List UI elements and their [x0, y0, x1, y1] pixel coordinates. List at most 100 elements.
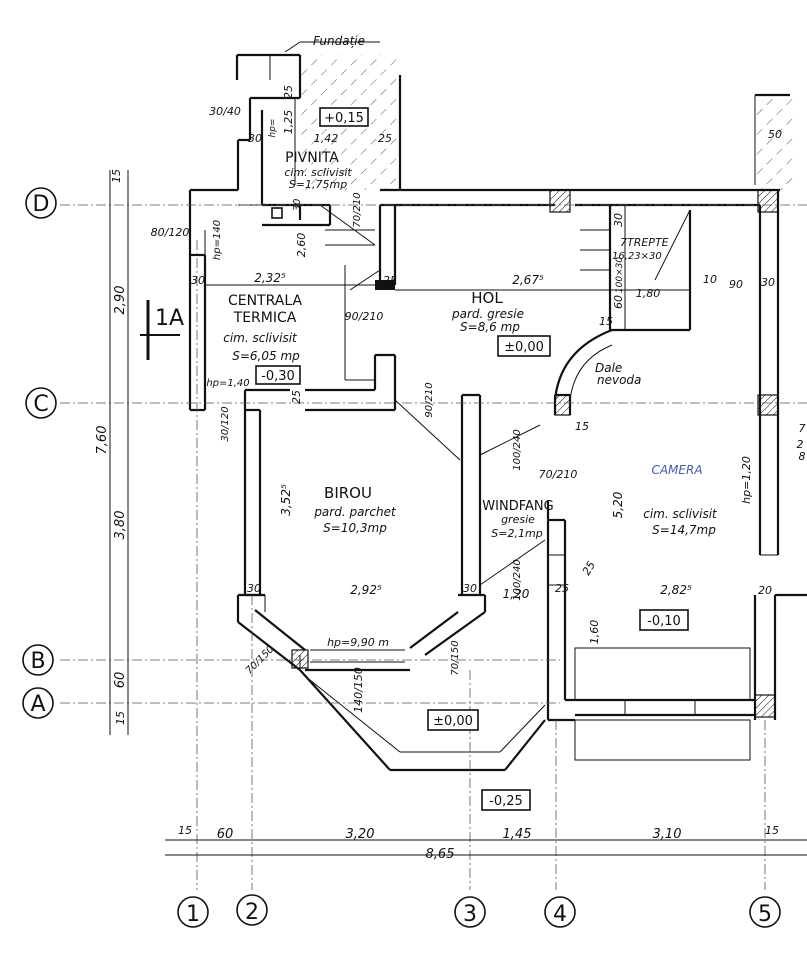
section-mark: 1A — [140, 300, 184, 360]
level-hol: ±0,00 — [497, 335, 551, 357]
soil-hatch — [300, 55, 795, 190]
dimension-lines — [109, 170, 807, 856]
dim-2825: 2,82⁵ — [660, 583, 692, 597]
dim-25d: 25 — [290, 390, 303, 404]
level-centrala-text: -0,30 — [261, 369, 295, 384]
dim-8: 8 — [799, 450, 806, 463]
dim-30b: 30 — [247, 582, 261, 595]
trepte-size: 16,23×30 — [612, 251, 662, 262]
level-camera-text: -0,10 — [647, 614, 681, 629]
dim-90: 90 — [729, 278, 743, 291]
dim-hp: hp= — [268, 119, 278, 138]
axis-3-label: 3 — [463, 902, 477, 927]
dim-bottom-3: 1,45 — [503, 827, 532, 842]
dim-30-40: 30/40 — [209, 105, 241, 118]
dim-7: 7 — [799, 422, 806, 435]
dim-90-210b: 90/210 — [424, 382, 435, 417]
axis-a-label: A — [30, 692, 45, 717]
dim-142: 1,42 — [314, 132, 339, 145]
dim-15b: 15 — [575, 420, 589, 433]
axis-col-4: 4 — [544, 896, 576, 928]
level-exterior-text: -0,25 — [489, 794, 523, 809]
dim-60: 60 — [612, 295, 625, 309]
grid-lines — [60, 204, 807, 890]
level-terasa-text: ±0,00 — [433, 714, 473, 729]
bottom-dimensions: 15 60 3,20 1,45 3,10 15 8,65 — [178, 824, 779, 862]
dim-2: 2 — [797, 438, 804, 451]
foundation-mark — [235, 41, 380, 80]
dim-30: 30 — [248, 132, 262, 145]
axis-5-label: 5 — [758, 902, 772, 927]
centrala-finish: cim. sclivisit — [223, 331, 298, 345]
left-dimensions: 15 2,90 3,80 60 15 7,60 — [95, 169, 128, 725]
dim-100-240b: 100/240 — [512, 559, 523, 601]
dim-70-210: 70/210 — [352, 192, 363, 227]
birou-finish: pard. parchet — [313, 505, 397, 519]
axis-row-d: D — [25, 187, 57, 219]
axis-col-1: 1 — [177, 896, 209, 928]
windfang-area: S=2,1mp — [491, 527, 542, 540]
axis-row-b: B — [22, 644, 54, 676]
dim-2675: 2,67⁵ — [512, 273, 544, 287]
dim-left-total: 7,60 — [95, 426, 110, 455]
dim-2925: 2,92⁵ — [350, 583, 382, 597]
dale-label: Dale — [595, 361, 622, 375]
dim-hp90: hp=9,90 m — [327, 636, 389, 649]
birou-label: BIROU — [324, 484, 372, 502]
dim-180: 1,80 — [636, 287, 661, 300]
centrala-area: S=6,05 mp — [232, 349, 300, 363]
walls — [188, 55, 807, 772]
axis-2-label: 2 — [245, 900, 259, 925]
dim-30top: 30 — [292, 199, 303, 212]
axis-row-c: C — [25, 387, 57, 419]
axis-col-2: 2 — [236, 894, 268, 926]
windfang-finish: gresie — [501, 513, 535, 526]
dim-120: 1,20 — [503, 587, 530, 601]
birou-area: S=10,3mp — [323, 521, 387, 535]
windfang-label: WINDFANG — [482, 499, 553, 514]
level-centrala: -0,30 — [255, 365, 301, 385]
dim-15: 15 — [599, 315, 613, 328]
level-camera: -0,10 — [639, 609, 689, 631]
dim-125: 1,25 — [282, 110, 295, 135]
level-terasa: ±0,00 — [427, 709, 479, 731]
dim-30e: 30 — [612, 213, 625, 227]
level-pivnita-text: +0,15 — [324, 111, 364, 126]
dim-left-0: 15 — [110, 169, 123, 183]
dim-50: 50 — [768, 128, 782, 141]
axis-4-label: 4 — [553, 902, 567, 927]
dim-20: 20 — [758, 584, 772, 597]
dim-30c: 30 — [463, 582, 477, 595]
axis-row-a: A — [22, 687, 54, 719]
axis-b-label: B — [30, 649, 45, 674]
dim-100-240: 100/240 — [512, 429, 523, 471]
dim-3525: 3,52⁵ — [279, 484, 293, 516]
dim-bottom-5: 15 — [765, 824, 779, 837]
dim-bottom-total: 8,65 — [426, 847, 455, 862]
nevoda-label: nevoda — [597, 373, 641, 387]
dim-25c: 25 — [383, 274, 397, 287]
centrala-label-1: CENTRALA — [228, 293, 303, 309]
dim-left-1: 2,90 — [113, 286, 128, 315]
dim-left-4: 15 — [114, 711, 127, 725]
axis-col-3: 3 — [454, 896, 486, 928]
dim-bottom-0: 15 — [178, 824, 192, 837]
dim-160: 1,60 — [588, 620, 601, 645]
pivnita-finish: cim. sclivisit — [284, 166, 352, 179]
dim-25a: 25 — [282, 85, 295, 99]
axis-1-label: 1 — [186, 902, 200, 927]
camera-label: CAMERA — [651, 463, 702, 477]
level-exterior: -0,25 — [481, 789, 531, 811]
dim-520: 5,20 — [611, 491, 625, 518]
dim-30left: 30 — [191, 274, 205, 287]
pivnita-area: S=1,75mp — [289, 178, 347, 191]
dim-bottom-1: 60 — [217, 827, 234, 842]
dim-90-210a: 90/210 — [345, 310, 384, 323]
dim-hp120: hp=1,20 — [740, 456, 753, 504]
hol-label: HOL — [471, 289, 503, 307]
camera-finish: cim. sclivisit — [643, 507, 718, 521]
dim-left-2: 3,80 — [113, 511, 128, 540]
centrala-label-2: TERMICA — [233, 310, 297, 326]
dim-hp140: hp=140 — [212, 220, 223, 260]
